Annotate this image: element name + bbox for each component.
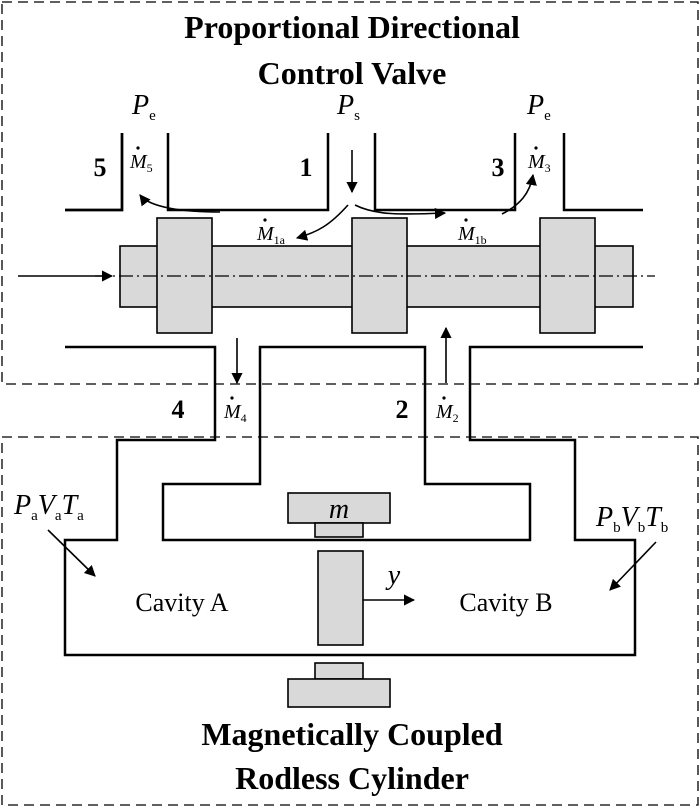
cylinder-title-line1: Magnetically Coupled <box>201 716 503 752</box>
pe-right-label: Pe <box>526 90 551 124</box>
svg-text:M5: M5 <box>129 151 153 175</box>
valve-lower-wall <box>63 345 643 657</box>
flow-arrow-1b <box>354 204 447 220</box>
piston <box>317 550 364 646</box>
state-b-arrow <box>609 541 657 591</box>
port-2-label: 2 <box>396 395 409 424</box>
pe-left-label: Pe <box>131 90 156 124</box>
flow-arrow-5 <box>139 194 221 213</box>
state-a-label: PaVaTa <box>13 490 84 524</box>
valve-upper-wall-path <box>65 133 643 212</box>
mass-label: m <box>329 494 349 525</box>
flow-arrow-3 <box>501 173 537 215</box>
m1a-label: M1a <box>256 218 286 247</box>
valve-title-line1: Proportional Directional <box>184 9 520 45</box>
cavity-b-label: Cavity B <box>459 588 552 617</box>
port-4-label: 4 <box>172 395 185 424</box>
svg-text:M3: M3 <box>527 151 551 175</box>
support-top <box>314 662 364 680</box>
svg-text:M1b: M1b <box>457 223 487 247</box>
m4-label: M4 <box>223 396 247 425</box>
ps-label: Ps <box>336 90 360 124</box>
support-base <box>287 678 391 708</box>
m3-label: M3 <box>527 146 551 175</box>
cylinder-boundary <box>1 436 699 806</box>
m1b-label: M1b <box>457 218 487 247</box>
svg-text:M1a: M1a <box>256 223 286 247</box>
flow-arrow-1a <box>295 204 349 241</box>
m2-label: M2 <box>435 396 459 425</box>
port-5-label: 5 <box>94 153 107 182</box>
valve-title-line2: Control Valve <box>258 55 447 91</box>
svg-text:M2: M2 <box>435 401 459 425</box>
svg-text:M4: M4 <box>223 401 247 425</box>
m5-label: M5 <box>129 146 153 175</box>
valve-boundary <box>1 1 699 385</box>
state-b-label: PbVbTb <box>595 502 668 536</box>
state-a-arrow <box>47 529 96 577</box>
cylinder-title-line2: Rodless Cylinder <box>235 760 469 796</box>
mass-carriage-base <box>314 522 364 538</box>
port-3-label: 3 <box>492 153 505 182</box>
cavity-a-label: Cavity A <box>135 588 228 617</box>
displacement-label: y <box>385 560 401 591</box>
port-1-label: 1 <box>300 153 313 182</box>
